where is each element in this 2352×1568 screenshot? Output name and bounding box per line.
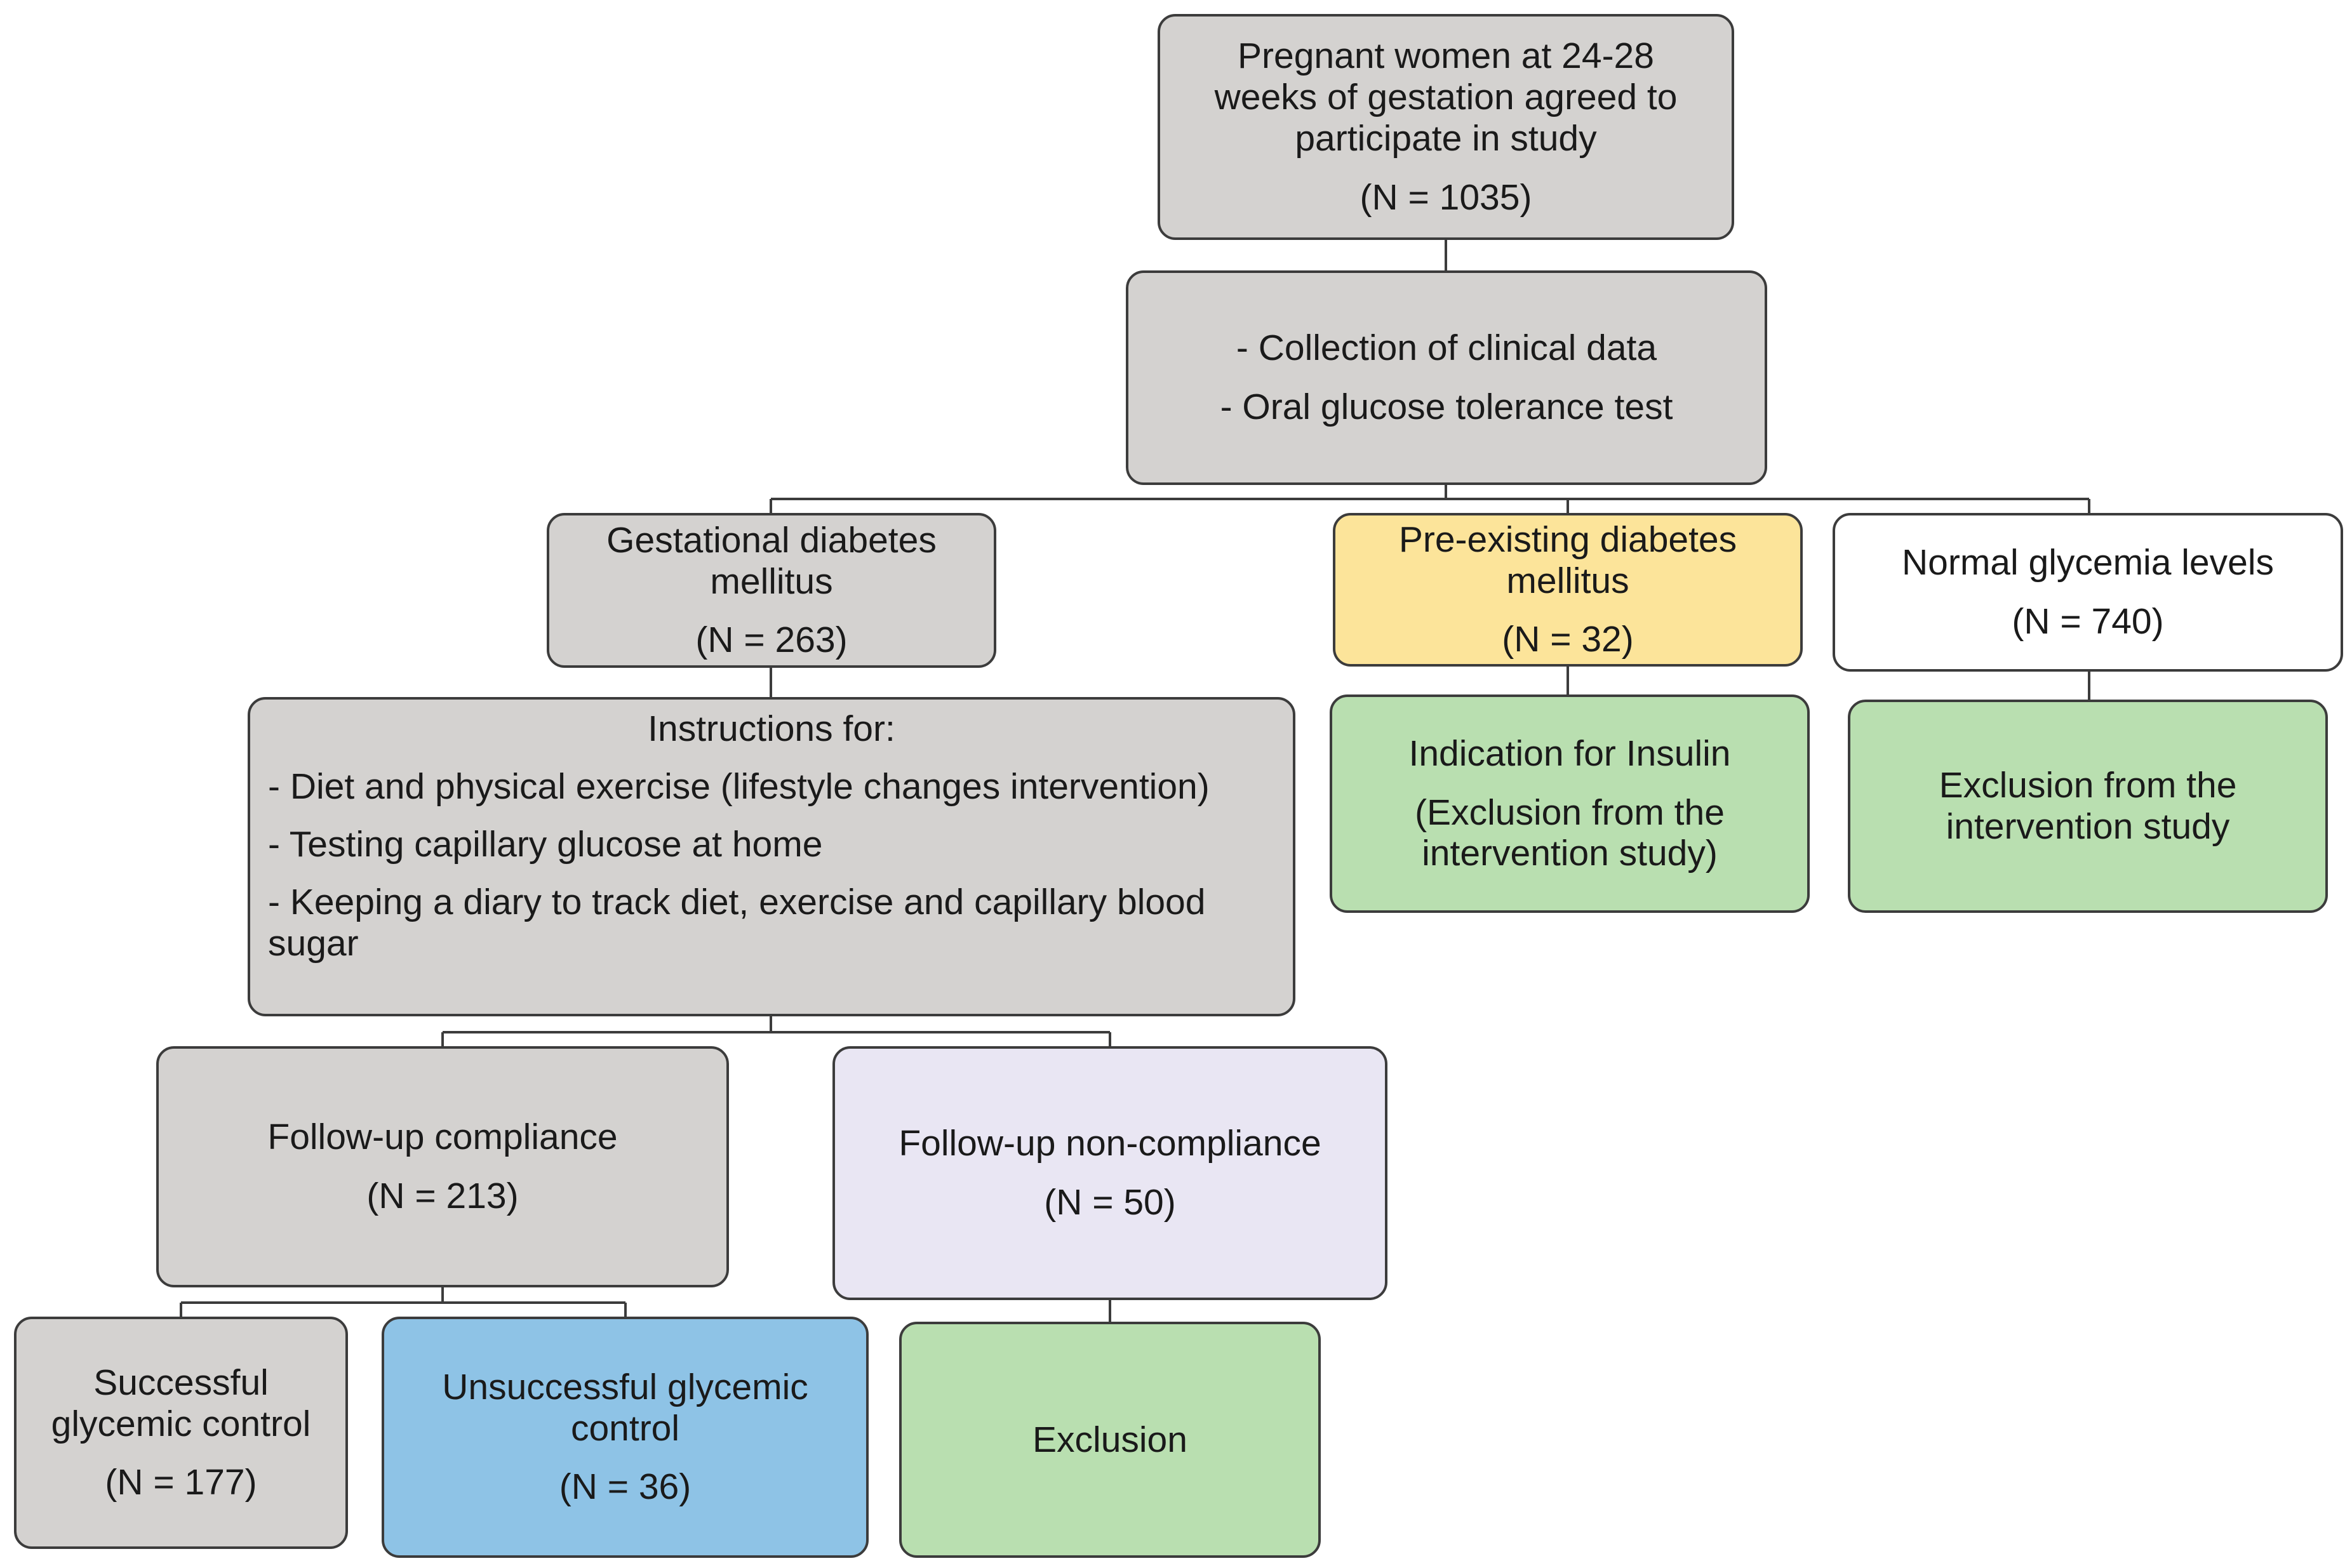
unsuccessful-count: (N = 36) [559,1466,692,1508]
insulin-line-1: Indication for Insulin [1408,733,1731,774]
unsuccessful-line-1: Unsuccessful glycemic [442,1366,808,1407]
successful-line-2: glycemic control [51,1403,311,1444]
preexisting-count: (N = 32) [1502,619,1634,660]
noncompliance-label: Follow-up non-compliance [899,1123,1321,1164]
root-line-3: participate in study [1295,118,1597,159]
noncompliance-count: (N = 50) [1044,1182,1176,1223]
box-screening: - Collection of clinical data - Oral glu… [1126,270,1767,485]
root-line-1: Pregnant women at 24-28 [1238,36,1654,77]
box-unsuccessful-control: Unsuccessful glycemic control (N = 36) [382,1317,869,1558]
box-instructions: Instructions for: - Diet and physical ex… [248,697,1295,1016]
normal-count: (N = 740) [2012,601,2164,642]
box-successful-control: Successful glycemic control (N = 177) [14,1317,348,1549]
box-normal-exclusion: Exclusion from the intervention study [1848,700,2328,913]
instructions-item: - Testing capillary glucose at home [268,823,823,865]
screening-item-1: - Collection of clinical data [1236,328,1657,369]
box-study-population: Pregnant women at 24-28 weeks of gestati… [1158,14,1734,240]
preexisting-line-2: mellitus [1506,560,1629,601]
successful-count: (N = 177) [105,1462,257,1503]
insulin-line-2: (Exclusion from the [1415,792,1725,833]
gdm-line-1: Gestational diabetes [606,519,937,561]
compliance-count: (N = 213) [366,1176,519,1216]
normal-line-1: Normal glycemia levels [1901,542,2274,583]
box-exclusion: Exclusion [899,1322,1321,1558]
insulin-line-3: intervention study) [1422,833,1718,874]
normal-exclusion-line-1: Exclusion from the [1939,765,2237,806]
box-normal-glycemia: Normal glycemia levels (N = 740) [1833,513,2343,672]
box-insulin-indication: Indication for Insulin (Exclusion from t… [1330,694,1810,913]
gdm-line-2: mellitus [710,561,833,602]
compliance-label: Follow-up compliance [267,1117,618,1158]
instructions-item: - Diet and physical exercise (lifestyle … [268,766,1210,807]
successful-line-1: Successful [93,1362,269,1403]
preexisting-line-1: Pre-existing diabetes [1398,519,1737,560]
instructions-title: Instructions for: [648,708,895,749]
instructions-item: - Keeping a diary to track diet, exercis… [268,881,1206,964]
unsuccessful-line-2: control [570,1407,680,1449]
gdm-count: (N = 263) [695,620,848,661]
box-gestational-diabetes: Gestational diabetes mellitus (N = 263) [547,513,996,668]
root-line-2: weeks of gestation agreed to [1214,77,1678,118]
normal-exclusion-line-2: intervention study [1946,806,2230,847]
box-follow-up-compliance: Follow-up compliance (N = 213) [156,1046,729,1287]
box-preexisting-diabetes: Pre-existing diabetes mellitus (N = 32) [1333,513,1803,667]
box-follow-up-noncompliance: Follow-up non-compliance (N = 50) [832,1046,1387,1300]
screening-item-2: - Oral glucose tolerance test [1220,387,1673,427]
exclusion-label: Exclusion [1032,1419,1187,1460]
root-count: (N = 1035) [1360,176,1532,218]
